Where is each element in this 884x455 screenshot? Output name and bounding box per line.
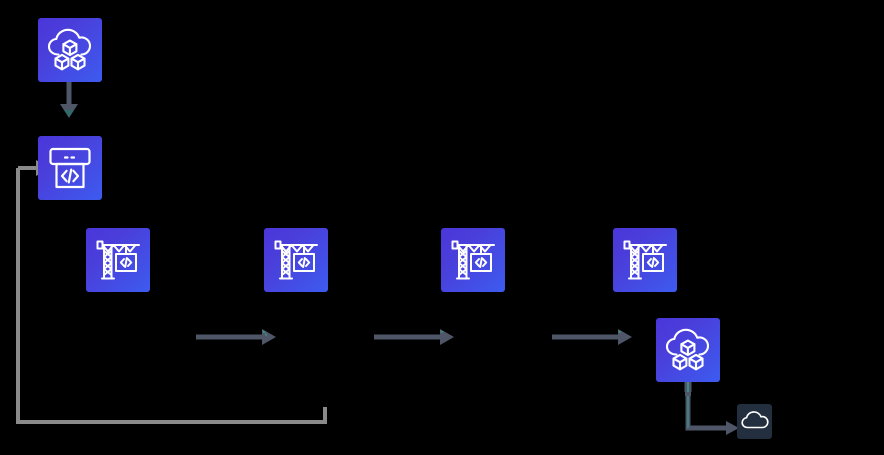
node-source-registry[interactable]	[38, 18, 102, 82]
cloud-icon	[737, 404, 772, 439]
node-output-registry[interactable]	[656, 318, 720, 382]
node-build-stage-3[interactable]	[441, 228, 505, 292]
node-build-stage-2[interactable]	[264, 228, 328, 292]
node-target-cloud[interactable]	[737, 404, 772, 439]
code-repository-icon	[38, 136, 102, 200]
crane-build-icon	[86, 228, 150, 292]
edge-build3-to-build4	[550, 326, 638, 350]
crane-build-icon	[613, 228, 677, 292]
cloud-containers-icon	[656, 318, 720, 382]
node-source-repository[interactable]	[38, 136, 102, 200]
node-build-stage-1[interactable]	[86, 228, 150, 292]
edge-build1-to-build2	[194, 326, 282, 350]
edge-registry-to-cloud	[676, 378, 746, 438]
edge-build2-to-build3	[372, 326, 460, 350]
crane-build-icon	[441, 228, 505, 292]
cloud-containers-icon	[38, 18, 102, 82]
crane-build-icon	[264, 228, 328, 292]
node-build-stage-4[interactable]	[613, 228, 677, 292]
edge-registry-to-repository	[56, 80, 86, 122]
